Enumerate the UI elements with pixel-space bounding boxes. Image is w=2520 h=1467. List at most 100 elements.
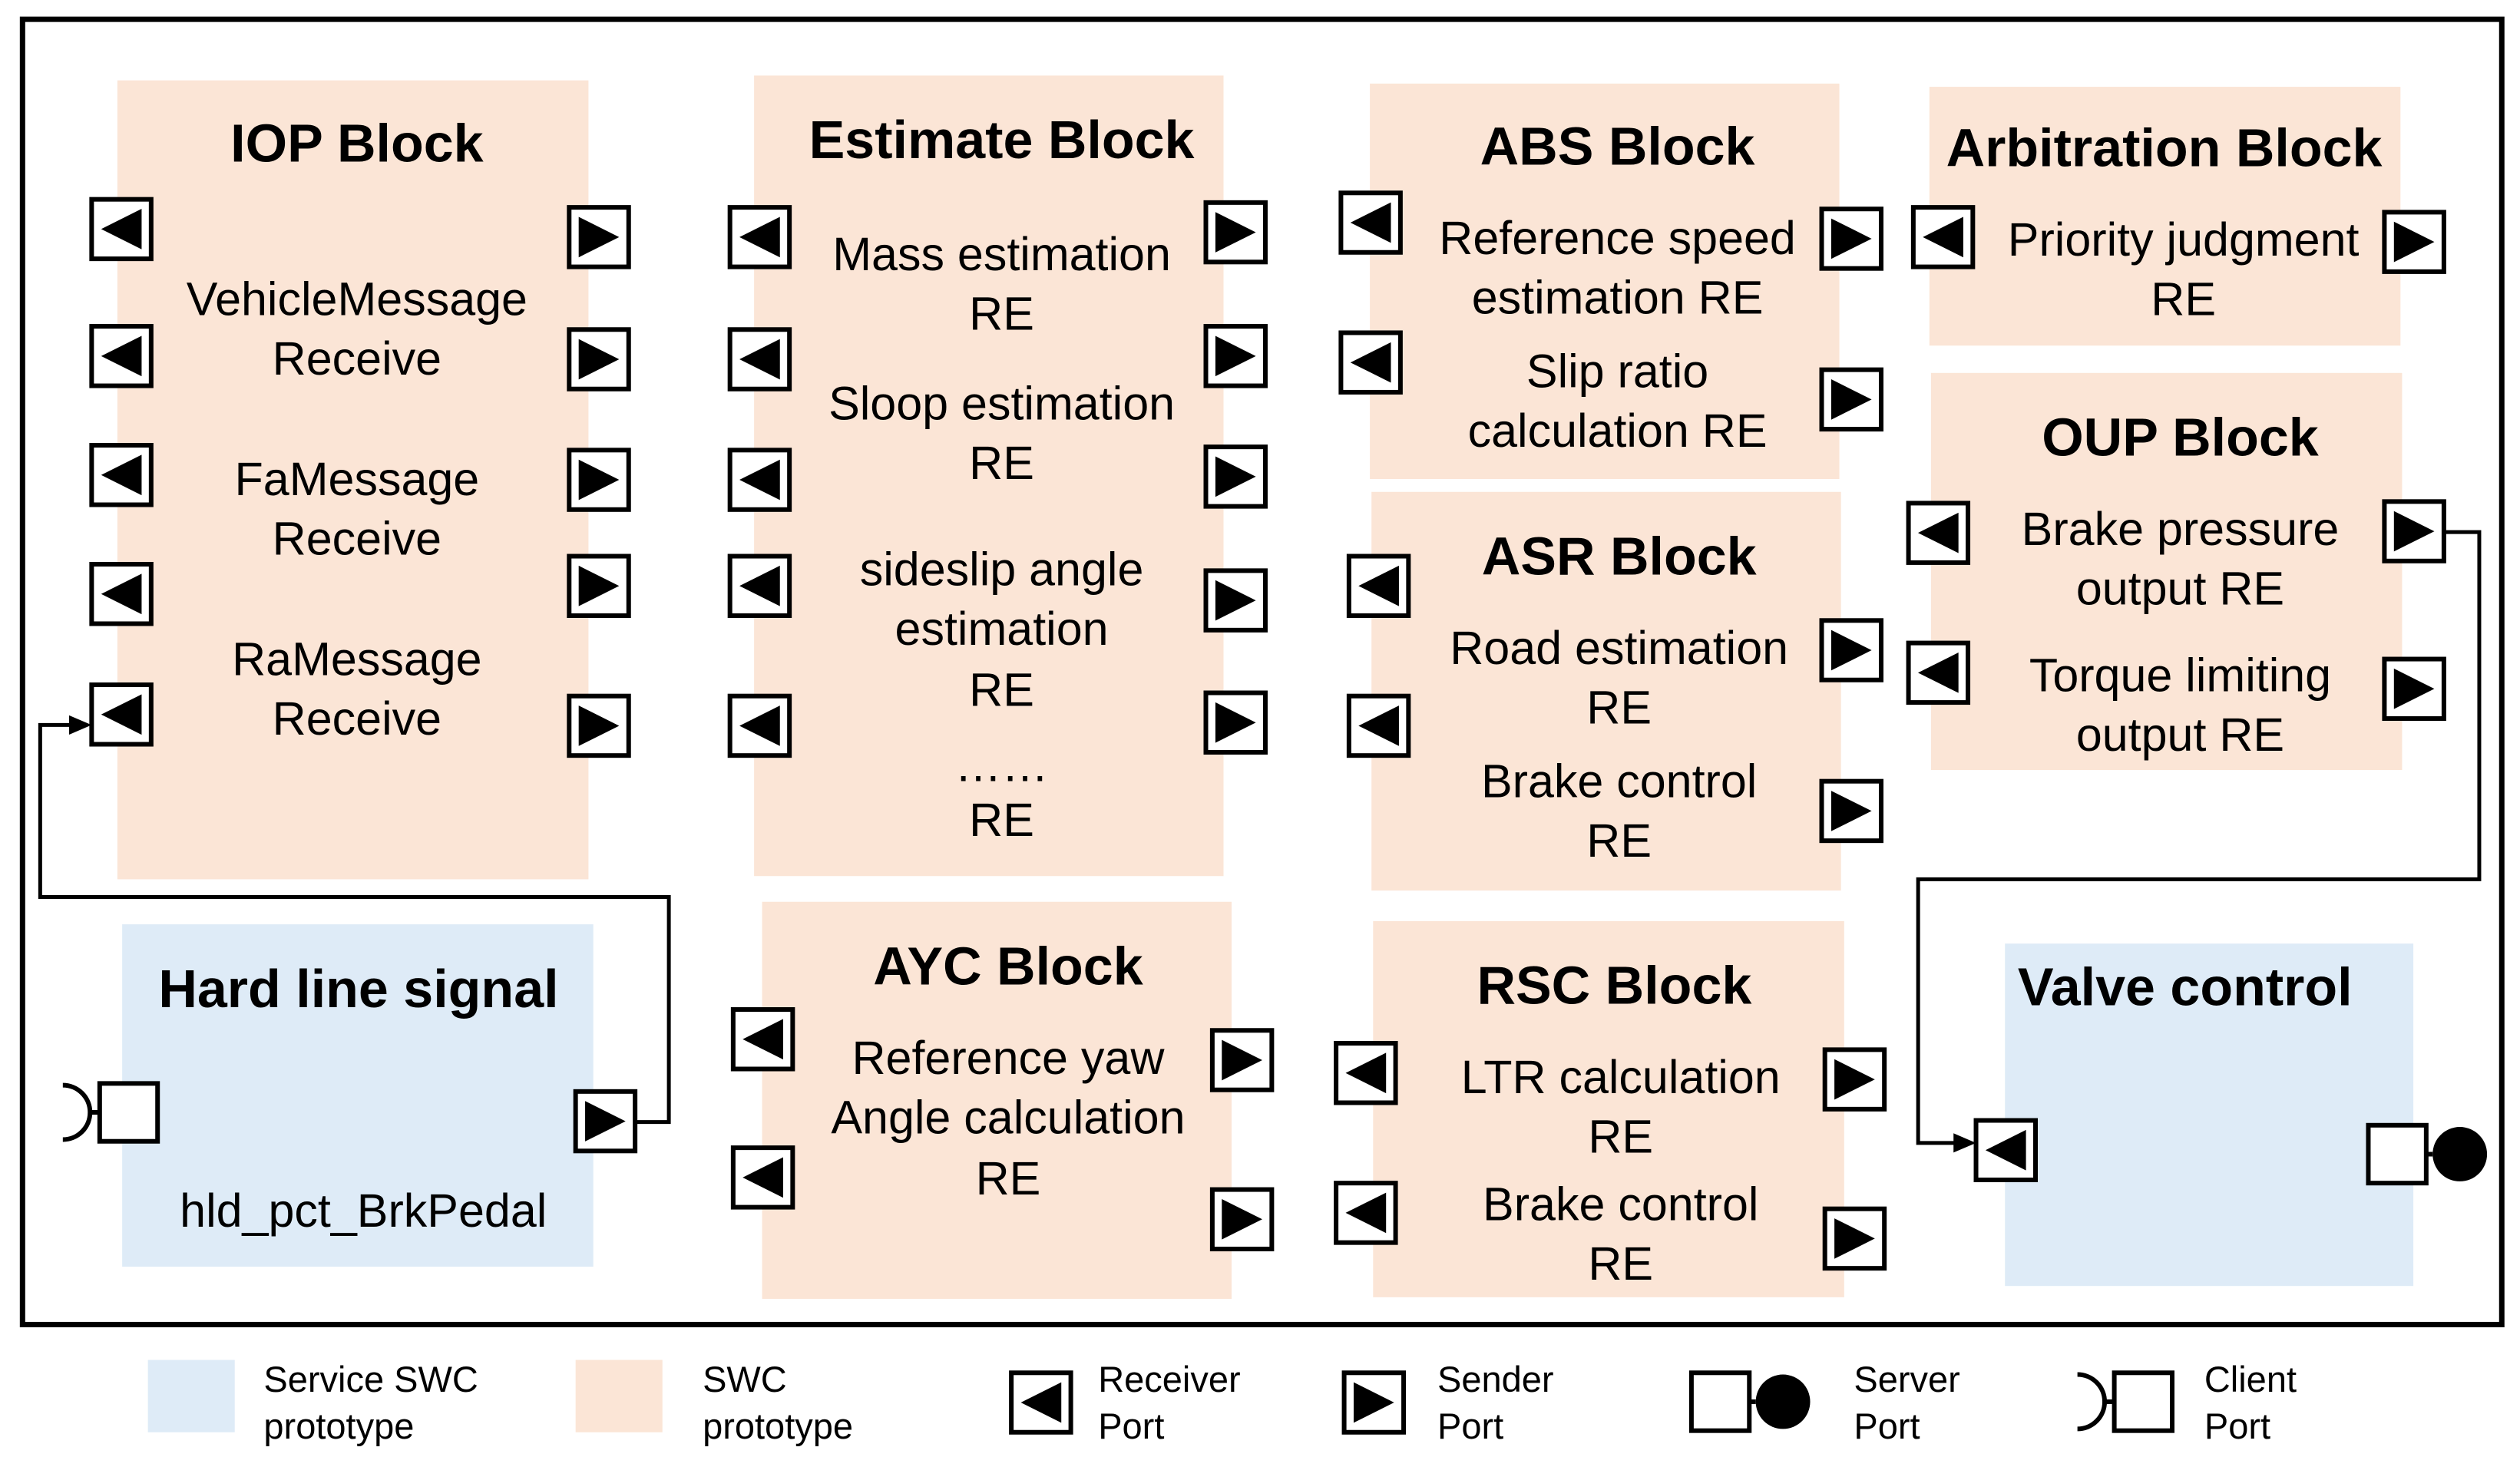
valve-receiver-port-icon [1973,1118,2039,1182]
hardline-block-title: Hard line signal [158,959,558,1019]
iop-block-background [117,80,589,880]
ayc-runnable-text: RE [976,1152,1041,1204]
hardline-block-background [122,924,594,1267]
legend-sender-port-icon [1341,1370,1407,1435]
sender-port-icon [1203,444,1268,509]
arbitration-block-title: Arbitration Block [1946,118,2383,178]
oup-block-title: OUP Block [2042,408,2319,468]
oup-to-valve-connector [1916,530,2482,1153]
estimate-runnable-text: estimation [895,603,1109,655]
sender-port-icon [1819,367,1883,432]
sender-port-icon [1819,207,1883,271]
system-frame [19,16,2505,1327]
legend-label: SWC [703,1359,787,1399]
rsc-runnable-text: LTR calculation [1461,1051,1781,1103]
receiver-port-icon [727,553,792,619]
asr-runnable-text: Road estimation [1450,622,1788,674]
legend-client-port-icon [2077,1370,2174,1433]
receiver-port-icon [730,1145,795,1210]
oup-runnable-text: output RE [2076,562,2284,614]
receiver-port-icon [1338,330,1403,395]
estimate-runnable-text: sideslip angle [860,543,1144,595]
legend-item-swc: SWC prototype [575,1359,853,1446]
abs-runnable-text: Slip ratio [1526,345,1708,398]
estimate-runnable-text: RE [969,663,1034,715]
hardline-client-port-icon [62,1081,160,1144]
receiver-port-icon [89,197,154,262]
sender-port-icon [1203,568,1268,633]
legend-label: Port [2204,1406,2270,1446]
abs-block-title: ABS Block [1480,117,1755,177]
hardline-block: Hard line signal hld_pct_BrkPedal [122,924,594,1267]
receiver-port-icon [730,1007,795,1072]
hardline-to-iop-connector [38,715,671,1125]
valve-block: Valve control [2005,943,2414,1287]
sender-port-icon [2382,656,2446,722]
iop-runnable-text: Receive [273,692,441,745]
estimate-block-background [754,75,1224,877]
legend-label: Client [2204,1359,2297,1399]
iop-block: IOP BlockVehicleMessageReceiveFaMessageR… [117,80,589,880]
receiver-port-icon [1334,1041,1398,1105]
sender-port-icon [567,205,631,269]
sender-port-icon [2382,210,2446,274]
estimate-runnable-text: Sloop estimation [828,378,1175,430]
ayc-block-background [762,901,1232,1299]
estimate-runnable-text: RE [969,287,1034,339]
estimate-block-title: Estimate Block [809,110,1195,170]
receiver-port-icon [727,327,792,392]
receiver-port-icon [1906,501,1971,565]
legend-label: Receiver [1098,1359,1240,1399]
legend-swatch-swc [575,1360,663,1432]
legend-label: Server [1854,1359,1959,1399]
sender-port-icon [1203,690,1268,755]
sender-port-icon [2382,499,2446,563]
sender-port-icon [567,448,631,512]
oup-runnable-text: Brake pressure [2022,503,2340,555]
legend-swatch-service [147,1360,235,1432]
legend-label: prototype [703,1406,853,1446]
estimate-runnable-text: Mass estimation [832,228,1171,280]
iop-runnable-text: RaMessage [232,633,482,686]
receiver-port-icon [89,682,154,747]
legend-label: Port [1854,1406,1920,1446]
receiver-port-icon [1346,693,1411,758]
legend-label: prototype [263,1406,414,1446]
hardline-runnable-text: hld_pct_BrkPedal [180,1185,547,1237]
rsc-runnable-text: RE [1588,1110,1653,1162]
legend-label: Port [1098,1406,1164,1446]
iop-runnable-text: VehicleMessage [187,273,527,325]
receiver-port-icon [1910,205,1976,269]
iop-runnable-text: Receive [273,332,441,385]
receiver-port-icon [89,561,154,626]
abs-runnable-text: Reference speed [1439,212,1796,264]
sender-port-icon [1203,324,1268,388]
valve-block-title: Valve control [2018,957,2353,1017]
iop-block-title: IOP Block [230,113,483,173]
arbitration-block-background [1929,87,2401,346]
abs-runnable-text: calculation RE [1468,405,1768,457]
rsc-runnable-text: Brake control [1483,1178,1758,1230]
receiver-port-icon [727,205,792,269]
oup-block-background [1930,372,2403,771]
valve-block-background [2005,943,2414,1287]
receiver-port-icon [727,448,792,512]
estimate-runnable-text: RE [969,794,1034,846]
rsc-runnable-text: RE [1588,1237,1653,1290]
sender-port-icon [1209,1028,1275,1092]
receiver-port-icon [1906,640,1971,705]
ayc-block-title: AYC Block [873,936,1143,996]
hardline-sender-port-icon [573,1089,638,1154]
sender-port-icon [1819,618,1883,682]
legend-server-port-icon [1688,1370,1811,1433]
estimate-runnable-text: RE [969,437,1034,489]
sender-port-icon [567,327,631,392]
